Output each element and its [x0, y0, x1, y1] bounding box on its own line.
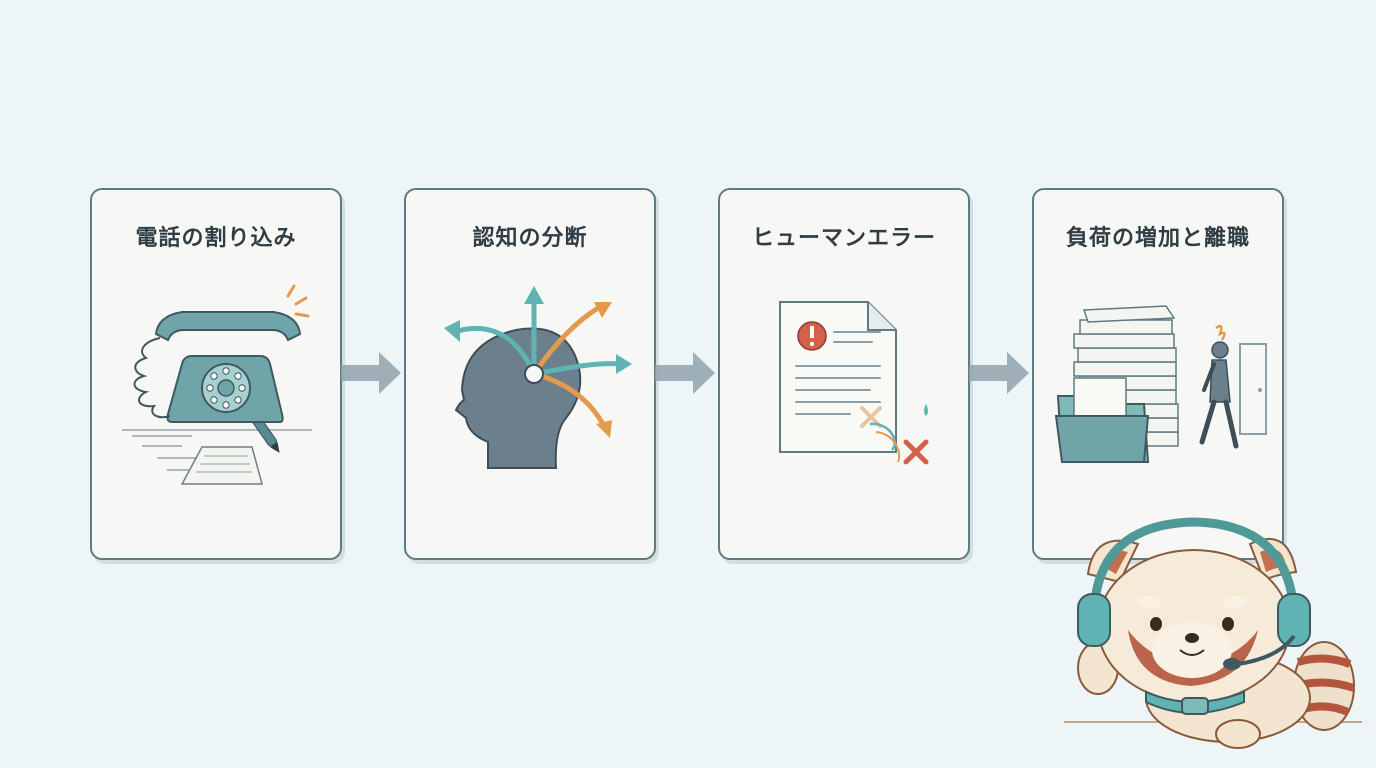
red-panda-mascot-icon	[1064, 517, 1362, 749]
error-document-icon	[779, 301, 929, 465]
telephone-icon	[122, 284, 312, 485]
step-title: 認知の分断	[472, 226, 588, 251]
step-title: 電話の割り込み	[135, 226, 297, 251]
step-title: 負荷の増加と離職	[1065, 226, 1250, 251]
flow-arrow-2	[655, 352, 715, 394]
flow-arrow-3	[969, 352, 1029, 394]
paperwork-stack-leaving-worker-icon	[1054, 305, 1267, 463]
step-title: ヒューマンエラー	[751, 226, 936, 251]
step-card-phone-interruption: 電話の割り込み	[90, 188, 342, 560]
step-card-human-error: ヒューマンエラー	[718, 188, 970, 560]
step-card-cognitive-fragmentation: 認知の分断	[404, 188, 656, 560]
step-card-workload-turnover: 負荷の増加と離職	[1032, 188, 1284, 560]
flow-arrow-1	[341, 352, 401, 394]
fragmented-head-icon	[444, 286, 632, 469]
